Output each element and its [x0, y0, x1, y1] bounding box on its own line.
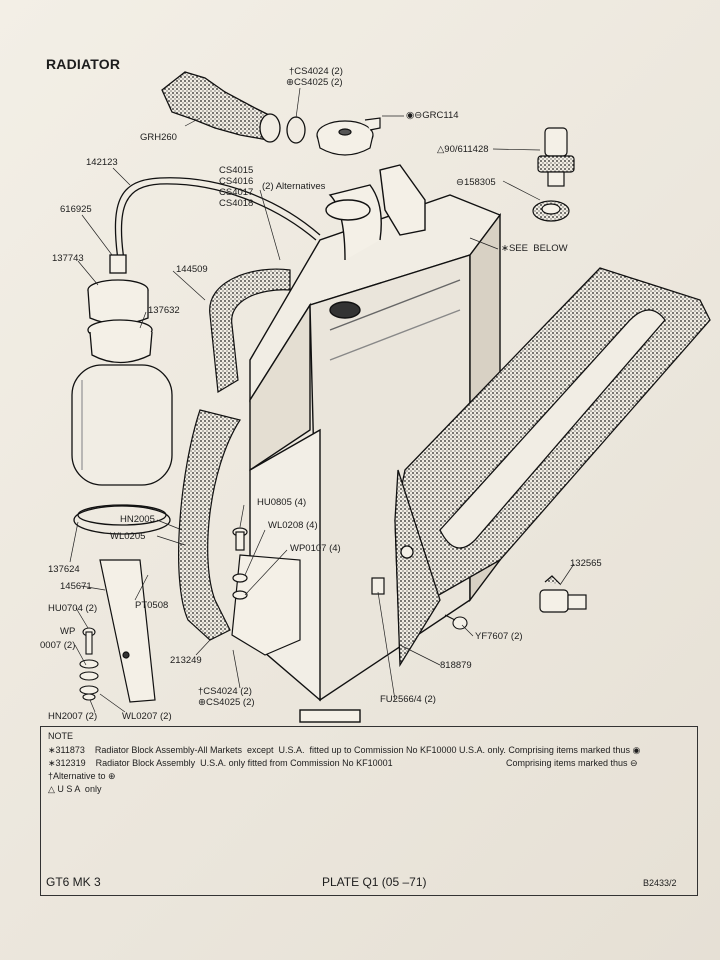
- part-label-144509: 144509: [176, 264, 208, 275]
- part-label-145671: 145671: [60, 581, 92, 592]
- part-label-grc114: ◉⊖GRC114: [406, 110, 459, 121]
- part-label-hu0805: HU0805 (4): [257, 497, 307, 508]
- part-label-cs-group: CS4015 CS4016 CS4017 CS4018: [219, 165, 254, 209]
- part-label-hn2005: HN2005: [120, 514, 155, 525]
- part-label-wl0205: WL0205: [110, 531, 146, 542]
- part-label-213249: 213249: [170, 655, 202, 666]
- footer-model: GT6 MK 3: [46, 875, 101, 889]
- part-label-hu0704: HU0704 (2): [48, 603, 98, 614]
- sealing-washer-158305: [532, 200, 570, 222]
- note-line-312319-comprising: Comprising items marked thus ⊖: [506, 758, 638, 768]
- fan-shroud-818879: [394, 267, 711, 668]
- note-line-312319: ∗312319 Radiator Block Assembly U.S.A. o…: [48, 758, 393, 768]
- part-label-wl0207: WL0207 (2): [122, 711, 172, 722]
- part-label-cs4024-top: †CS4024 (2): [289, 66, 343, 77]
- part-label-0007: 0007 (2): [40, 640, 76, 651]
- part-label-137632: 137632: [148, 305, 180, 316]
- part-label-a90-611428: △90/611428: [437, 144, 489, 155]
- leader-lines: [69, 87, 575, 713]
- part-label-fu2566: FU2566/4 (2): [380, 694, 436, 705]
- note-heading: NOTE: [48, 731, 74, 741]
- part-label-158305: ⊖158305: [456, 177, 496, 188]
- note-line-usa-only: △ U S A only: [48, 784, 102, 794]
- radiator-cap-grc114: [316, 117, 381, 156]
- radiator-mounting-bracket: [231, 527, 385, 656]
- expansion-tank: [71, 254, 173, 535]
- part-label-137743: 137743: [52, 253, 84, 264]
- screw-yf7607: [444, 614, 468, 630]
- note-panel: [40, 726, 698, 896]
- bottom-hose-213249: [178, 409, 241, 641]
- part-label-alternatives: (2) Alternatives: [262, 181, 326, 192]
- top-hose-grh260: [161, 71, 306, 144]
- bolt-washer-stack: [79, 627, 99, 701]
- note-line-alternative: †Alternative to ⊕: [48, 771, 116, 781]
- part-label-616925: 616925: [60, 204, 92, 215]
- part-label-grh260: GRH260: [140, 132, 177, 143]
- overflow-pipe-142123: [114, 177, 321, 261]
- tank-bracket-145671: [99, 559, 156, 703]
- part-label-cs4025-bottom: ⊕CS4025 (2): [198, 697, 255, 708]
- plate-title: RADIATOR: [46, 56, 121, 72]
- part-label-wp0107: WP0107 (4): [290, 543, 341, 554]
- part-label-hn2007: HN2007 (2): [48, 711, 98, 722]
- part-label-132565: 132565: [570, 558, 602, 569]
- fan-switch-611428: [537, 127, 575, 187]
- part-label-137624: 137624: [48, 564, 80, 575]
- part-label-wl0208: WL0208 (4): [268, 520, 318, 531]
- drain-tap-132565: [539, 575, 587, 613]
- footer-plate: PLATE Q1 (05 –71): [322, 875, 427, 889]
- part-label-see-below: ∗SEE BELOW: [501, 243, 568, 254]
- part-label-pt0508: PT0508: [135, 600, 169, 611]
- footer-ref: B2433/2: [643, 878, 677, 888]
- part-label-142123: 142123: [86, 157, 118, 168]
- part-label-818879: 818879: [440, 660, 472, 671]
- part-label-cs4024-bottom: †CS4024 (2): [198, 686, 252, 697]
- part-label-cs4025-top: ⊕CS4025 (2): [286, 77, 343, 88]
- note-line-311873: ∗311873 Radiator Block Assembly-All Mark…: [48, 745, 641, 755]
- part-label-yf7607: YF7607 (2): [475, 631, 523, 642]
- part-label-wp: WP: [60, 626, 76, 637]
- hose-144509: [209, 268, 291, 393]
